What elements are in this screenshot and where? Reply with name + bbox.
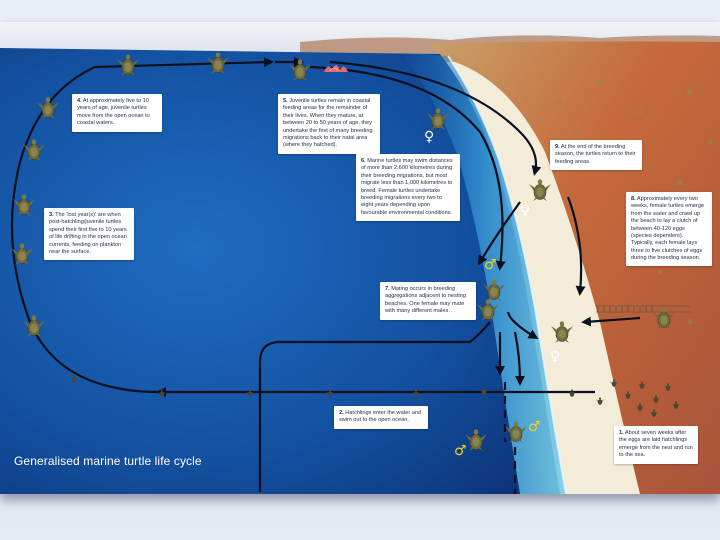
step-4-note: 4. At approximately five to 10 years of … [72,94,162,132]
life-cycle-illustration [0,22,720,494]
step-9-note: 9. At the end of the breeding season, th… [550,140,642,171]
step-number: 1. [619,430,624,436]
male-symbol: ♂ [484,257,497,273]
step-2-note: 2. Hatchlings enter the water and swim o… [334,406,428,429]
diagram-frame: 4. At approximately five to 10 years of … [0,22,720,494]
step-text: About seven weeks after the eggs are lai… [619,430,693,459]
step-number: 9. [555,144,560,150]
step-number: 2. [339,410,344,416]
step-5-note: 5. Juvenile turtles remain in coastal fe… [278,94,380,154]
step-text: Juvenile turtles remain in coastal feedi… [283,98,373,149]
step-text: At approximately five to 10 years of age… [77,98,150,127]
step-number: 7. [385,286,390,292]
step-text: At the end of the breeding season, the t… [555,144,636,165]
male-symbol: ♂ [528,419,541,435]
male-symbol: ♂ [454,443,467,459]
diagram-title: Generalised marine turtle life cycle [14,454,202,468]
step-text: Approximately every two weeks, female tu… [631,196,705,261]
female-symbol: ♀ [550,349,561,365]
step-number: 3. [49,212,54,218]
step-number: 5. [283,98,288,104]
step-text: Hatchlings enter the water and swim out … [339,410,422,424]
step-3-note: 3. The 'lost year(s)' are when post-hatc… [44,208,134,261]
cycle-arrows [10,57,641,494]
nest-burrows [596,305,690,313]
step-text: Mating occurs in breeding aggregations a… [385,286,466,315]
step-number: 8. [631,196,636,202]
female-symbol: ♀ [424,129,435,145]
step-7-note: 7. Mating occurs in breeding aggregation… [380,282,476,320]
step-text: Marine turtles may swim distances of mor… [361,158,453,216]
coral [324,65,348,72]
step-number: 6. [361,158,366,164]
step-1-note: 1. About seven weeks after the eggs are … [614,426,698,464]
step-number: 4. [77,98,82,104]
step-8-note: 8. Approximately every two weeks, female… [626,192,712,267]
step-text: The 'lost year(s)' are when post-hatchli… [49,212,127,255]
female-symbol: ♀ [520,203,531,219]
step-6-note: 6. Marine turtles may swim distances of … [356,154,460,221]
